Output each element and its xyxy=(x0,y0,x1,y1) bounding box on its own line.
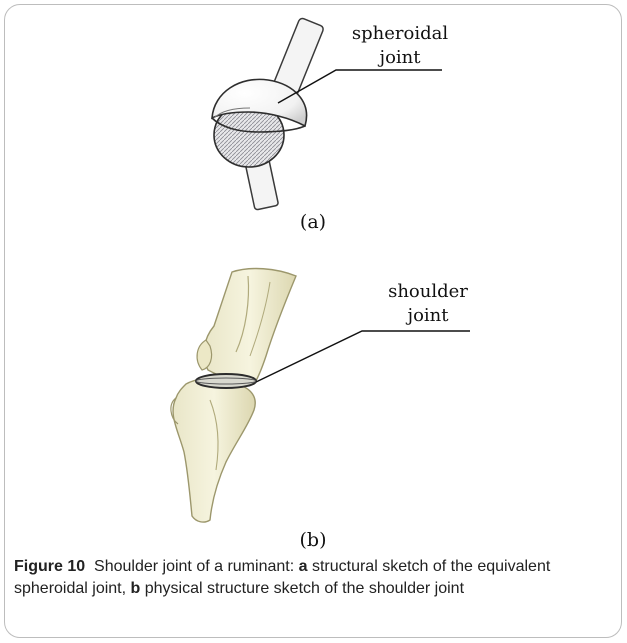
shoulder-callout-line2: joint xyxy=(405,305,449,326)
figure-illustration: spheroidal joint (a) shoulder joint (b) xyxy=(0,0,627,560)
figure-caption: Figure 10 Shoulder joint of a ruminant: … xyxy=(14,556,614,600)
caption-text-1: Shoulder joint of a ruminant: xyxy=(94,558,299,575)
panel-a-label: (a) xyxy=(300,211,326,233)
panel-b-label: (b) xyxy=(300,529,327,551)
shoulder-leader-line xyxy=(256,331,470,382)
caption-part-b: b xyxy=(131,580,141,597)
shoulder-bones-drawing xyxy=(171,269,296,523)
caption-part-a: a xyxy=(299,558,308,575)
caption-text-3: physical structure sketch of the shoulde… xyxy=(140,580,464,597)
spheroidal-callout-line1: spheroidal xyxy=(352,23,448,44)
spheroidal-callout-line2: joint xyxy=(377,47,421,68)
shoulder-callout-line1: shoulder xyxy=(388,281,468,302)
figure-number: Figure 10 xyxy=(14,558,85,575)
spheroidal-joint-drawing xyxy=(212,17,324,210)
